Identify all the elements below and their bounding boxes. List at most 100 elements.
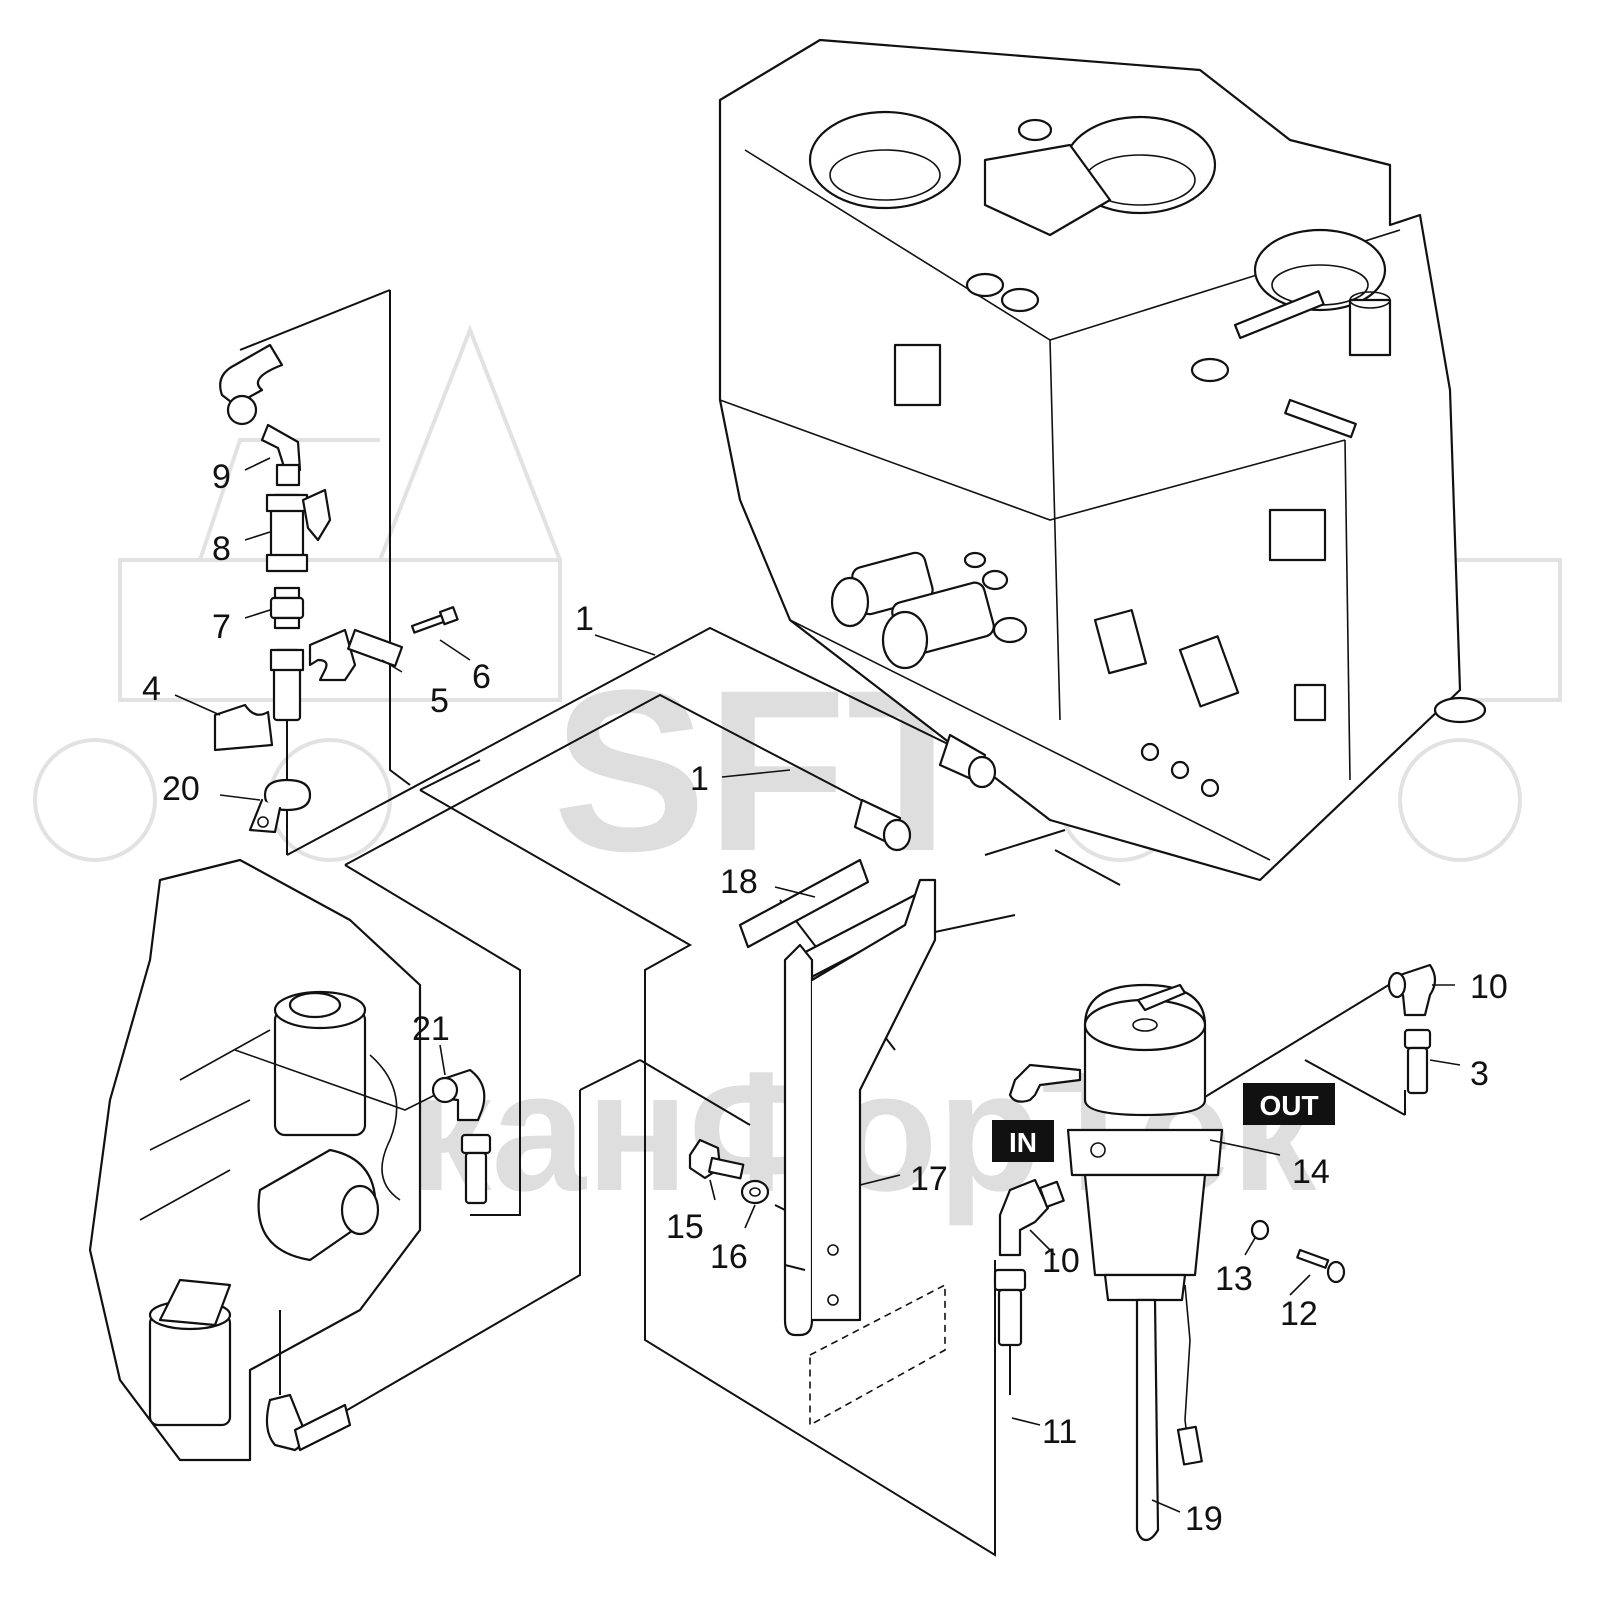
tank-strip-2 [1284, 398, 1357, 439]
filter-sensor-plug [1176, 1425, 1203, 1466]
callout-1-lower: 1 [690, 760, 709, 798]
part-10-elbow-inlet [998, 1178, 1065, 1257]
tank-washer-2 [963, 551, 987, 569]
callouts: 1 1 3 4 5 6 7 8 9 10 10 11 12 13 14 15 1… [142, 458, 1508, 1538]
tag-in-text: IN [1009, 1127, 1037, 1158]
part-1-hose-lower [853, 798, 912, 852]
callout-14: 14 [1292, 1153, 1330, 1191]
part-21-elbow [234, 1049, 492, 1205]
part-12-screw [1296, 1248, 1346, 1284]
part-16-washer [740, 1179, 770, 1205]
part-15-bolt-shank [707, 1156, 745, 1180]
tank-port-right [1253, 228, 1387, 312]
tank-filler-neck [1348, 298, 1392, 357]
callout-13: 13 [1215, 1260, 1253, 1298]
callout-20: 20 [162, 770, 200, 808]
tank-plate [1093, 609, 1148, 675]
tank-mount-bosses [1140, 742, 1220, 798]
tank-bracket-right [1268, 508, 1327, 562]
part-10-elbow-outlet [1387, 963, 1437, 1017]
part-8-valve-top [265, 493, 309, 513]
part-14-fuel-filter [1008, 983, 1224, 1542]
left-valve-assembly [213, 289, 459, 855]
engine-alternator [257, 1148, 377, 1262]
bolt-washer-group [688, 1138, 806, 1271]
engine-pump [158, 1278, 232, 1327]
part-20-clip-tab [248, 798, 282, 834]
filter-drain [1103, 1273, 1187, 1302]
part-3-connector [1403, 1028, 1432, 1095]
part-1-hose-upper [938, 733, 997, 789]
tank-foot [1433, 696, 1487, 724]
part-9-elbow [260, 423, 302, 472]
hose-upper-elbow [219, 343, 284, 407]
engine-assembly [88, 858, 492, 1462]
hose-routes [286, 626, 1406, 1557]
callout-10-outlet: 10 [1470, 968, 1508, 1006]
callout-1-upper: 1 [575, 600, 594, 638]
filter-bowl [1083, 1173, 1207, 1277]
part-8-valve-bottom [265, 553, 309, 573]
part-17-side-plate [810, 878, 937, 1322]
part-9-thread [275, 463, 301, 487]
callout-15: 15 [666, 1208, 704, 1246]
callout-11: 11 [1042, 1413, 1077, 1451]
part-7-nipple-bottom [273, 616, 301, 630]
part-6-bolt-head [438, 606, 459, 626]
part-8-valve-handle [301, 488, 332, 542]
tank-frame [718, 38, 1487, 882]
tank-inspection-cover [983, 143, 1112, 237]
part-5-clamp-plate [347, 628, 404, 667]
part-18-strip-top [738, 858, 870, 949]
part-4-clamp-right-half [308, 628, 357, 682]
callout-16: 16 [710, 1238, 748, 1276]
part-19-drain-tube [1135, 1298, 1160, 1542]
callout-9: 9 [212, 458, 231, 496]
tag-out: OUT [1243, 1083, 1335, 1125]
leader-lines [174, 457, 1461, 1513]
hose-lower-nut [269, 648, 305, 672]
callout-18: 18 [720, 863, 758, 901]
callout-3: 3 [1470, 1055, 1489, 1093]
callout-7: 7 [212, 608, 231, 646]
tank-bracket-left [893, 343, 942, 407]
callout-4: 4 [142, 670, 161, 708]
tank-strip-1 [1233, 290, 1325, 340]
part-13-seal-ring [1250, 1219, 1270, 1241]
part-4-clamp-left-half [213, 703, 274, 752]
engine-block [88, 858, 422, 1462]
tank-boss-2 [1000, 287, 1040, 313]
part-17-upright [783, 943, 814, 1337]
callout-8: 8 [212, 530, 231, 568]
bracket-assembly [738, 858, 946, 1427]
tank-pipe-stubs [830, 551, 995, 670]
tag-in: IN [992, 1120, 1054, 1162]
engine-filter-lower [148, 1313, 232, 1427]
tag-out-text: OUT [1259, 1090, 1318, 1121]
part-11-hose-fitting [993, 1268, 1027, 1395]
callout-12: 12 [1280, 1295, 1318, 1333]
callout-17: 17 [910, 1160, 948, 1198]
tank-washer-1 [992, 616, 1028, 644]
engine-hose-fitting [265, 1310, 352, 1452]
tank-boss-1 [965, 272, 1005, 298]
tank-bracket-low [1178, 635, 1240, 708]
part-7-nipple-hex [269, 596, 305, 620]
filter-head-handle [1136, 983, 1187, 1012]
tank-port-left [808, 110, 962, 210]
callout-6: 6 [472, 658, 491, 696]
tank-washer-3 [981, 569, 1009, 591]
callout-21: 21 [412, 1010, 450, 1048]
callout-19: 19 [1185, 1500, 1223, 1538]
filter-collar [1066, 1128, 1224, 1177]
part-7-nipple-top [273, 586, 301, 600]
tank-drain-stub [1293, 683, 1327, 722]
filter-mount-ear [1008, 1063, 1082, 1103]
hose-upper-nut [226, 394, 258, 426]
engine-filter-cap [288, 991, 342, 1019]
callout-10-inlet: 10 [1042, 1242, 1080, 1280]
mount-plate-ghost [809, 1283, 946, 1427]
callout-5: 5 [430, 682, 449, 720]
tank-boss-3 [1017, 118, 1053, 142]
